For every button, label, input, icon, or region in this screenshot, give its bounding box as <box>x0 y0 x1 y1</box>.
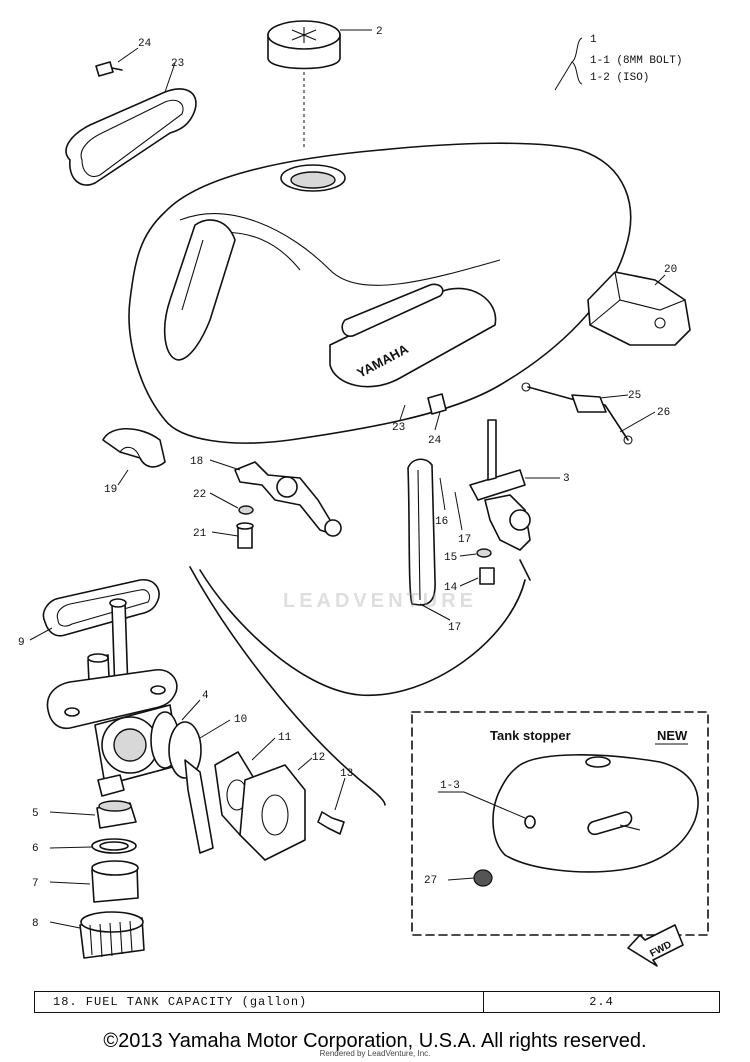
callout-7: 7 <box>32 878 39 890</box>
callout-23-b: 23 <box>392 422 405 434</box>
callout-11: 11 <box>278 732 292 744</box>
callout-9: 9 <box>18 637 25 649</box>
callout-21: 21 <box>193 528 207 540</box>
copyright-notice: ©2013 Yamaha Motor Corporation, U.S.A. A… <box>103 1030 647 1052</box>
callout-6: 6 <box>32 843 39 855</box>
tank-damper-rear <box>102 428 166 486</box>
fuel-tank: YAMAHA <box>128 142 632 696</box>
callout-23-a: 23 <box>171 58 184 70</box>
fuel-cap <box>267 20 372 150</box>
inset-badge: NEW <box>657 728 688 743</box>
watermark: LEADVENTURE <box>282 590 477 612</box>
callout-10: 10 <box>234 714 247 726</box>
callout-4: 4 <box>202 690 209 702</box>
callout-1-2: 1-2 (ISO) <box>590 72 649 84</box>
callout-18: 18 <box>190 456 203 468</box>
callout-1-1: 1-1 (8MM BOLT) <box>590 55 682 67</box>
yamaha-emblem: YAMAHA <box>329 287 497 388</box>
top-screw <box>95 47 139 77</box>
inset-title: Tank stopper <box>490 728 571 743</box>
fuel-hose <box>407 458 463 621</box>
callout-25: 25 <box>628 390 641 402</box>
callout-labels: 1 1-1 (8MM BOLT) 1-2 (ISO) 2 3 4 5 6 7 8… <box>18 26 682 930</box>
fuel-cock-assembly <box>459 419 560 587</box>
callout-3: 3 <box>563 473 570 485</box>
tank-damper-front <box>587 271 691 346</box>
callout-26: 26 <box>657 407 670 419</box>
callout-15: 15 <box>444 552 457 564</box>
callout-17-a: 17 <box>458 534 471 546</box>
callout-27: 27 <box>424 875 437 887</box>
tank-band <box>521 382 656 445</box>
callout-14: 14 <box>444 582 458 594</box>
callout-22: 22 <box>193 489 206 501</box>
fuel-cock-exploded <box>29 566 386 959</box>
emblem-screw <box>399 393 447 431</box>
capacity-label: 18. FUEL TANK CAPACITY (gallon) <box>35 992 484 1012</box>
callout-1: 1 <box>590 34 597 46</box>
callout-5: 5 <box>32 808 39 820</box>
fuel-capacity-table: 18. FUEL TANK CAPACITY (gallon) 2.4 <box>34 991 720 1013</box>
callout-20: 20 <box>664 264 677 276</box>
callout-24-a: 24 <box>138 38 152 50</box>
callout-24-b: 24 <box>428 435 442 447</box>
rendered-by-note: Rendered by LeadVenture, Inc. <box>319 1049 431 1058</box>
tank-bracket <box>209 459 342 549</box>
callout-16: 16 <box>435 516 448 528</box>
capacity-value: 2.4 <box>589 995 614 1009</box>
fwd-arrow: FWD <box>627 924 684 967</box>
inset-tank-stopper: Tank stopper NEW <box>411 711 709 936</box>
callout-17-b: 17 <box>448 622 461 634</box>
callout-12: 12 <box>312 752 325 764</box>
top-gasket <box>65 62 197 186</box>
callout-8: 8 <box>32 918 39 930</box>
callout-13: 13 <box>340 768 353 780</box>
callout-1-3: 1-3 <box>440 780 460 792</box>
callout-19: 19 <box>104 484 117 496</box>
callout-2: 2 <box>376 26 383 38</box>
